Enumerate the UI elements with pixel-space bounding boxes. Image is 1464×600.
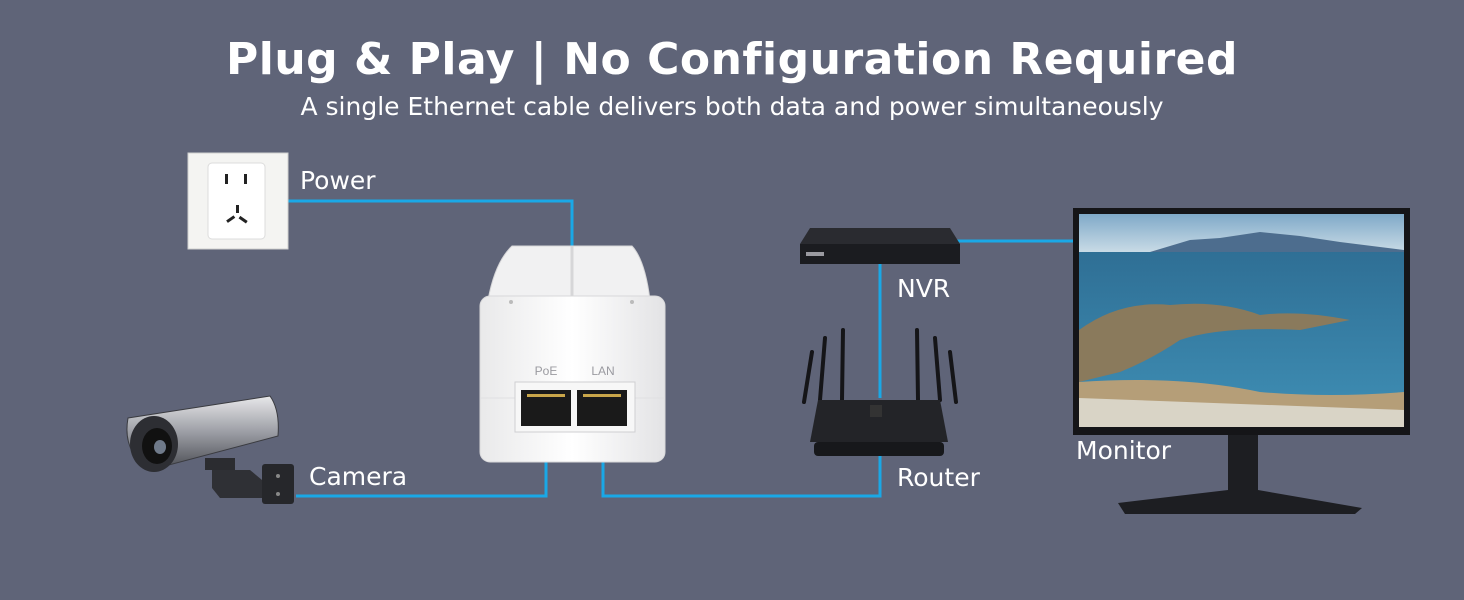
nvr-icon <box>800 228 960 264</box>
lan-port-label: LAN <box>591 364 614 378</box>
security-camera-icon <box>126 395 294 504</box>
router-label: Router <box>897 463 980 492</box>
monitor-icon <box>1073 208 1410 514</box>
camera-label: Camera <box>309 462 408 491</box>
page-title: Plug & Play | No Configuration Required <box>225 34 1238 85</box>
router-body <box>810 400 948 456</box>
nvr-label: NVR <box>897 274 951 303</box>
poe-port-label: PoE <box>535 364 558 378</box>
router-icon <box>802 328 958 404</box>
poe-injector-icon <box>479 245 666 463</box>
wall-socket-icon <box>187 152 289 250</box>
power-cable <box>288 199 574 246</box>
monitor-label: Monitor <box>1076 436 1172 465</box>
page-subtitle: A single Ethernet cable delivers both da… <box>300 92 1164 121</box>
power-label: Power <box>300 166 376 195</box>
